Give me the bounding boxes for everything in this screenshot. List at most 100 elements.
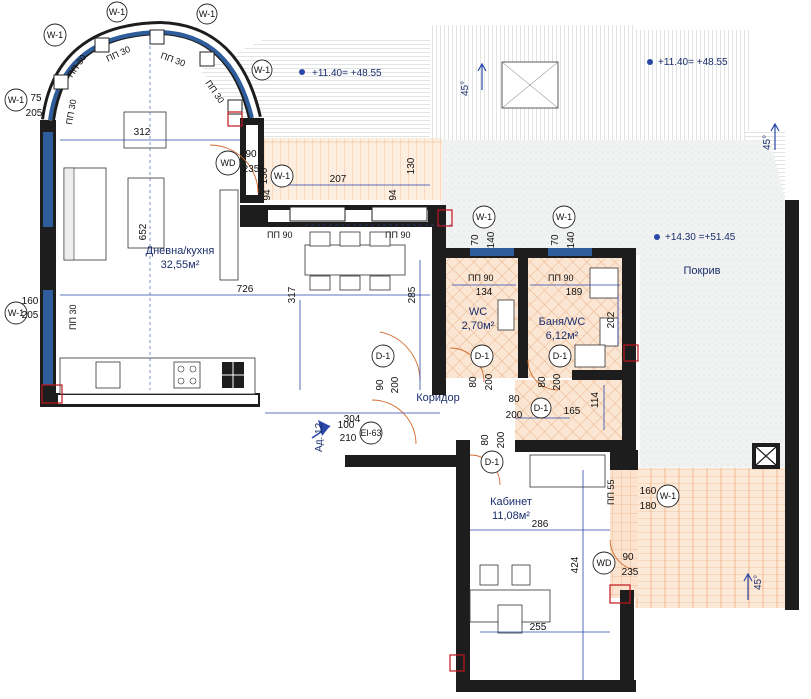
wd-tag-office-label: WD bbox=[597, 558, 612, 568]
w1-tag-balcony[interactable] bbox=[270, 164, 294, 188]
window-wc bbox=[470, 248, 514, 256]
dim-100-entry: 100 bbox=[338, 420, 355, 431]
dimension-lines bbox=[60, 40, 620, 680]
dim-189: 189 bbox=[566, 287, 583, 298]
marker-1 bbox=[41, 384, 63, 404]
floors bbox=[262, 138, 785, 608]
level-terrace-left: +11.40= +48.55 bbox=[312, 68, 382, 79]
dim-304: 304 bbox=[344, 414, 361, 425]
w1-tag-bay-left-label: W-1 bbox=[8, 95, 24, 105]
bay-window-1[interactable] bbox=[53, 74, 69, 90]
dim-652: 652 bbox=[138, 223, 149, 240]
dim-200-door: 200 bbox=[390, 376, 401, 393]
w1-tag-bay-3-label: W-1 bbox=[199, 9, 215, 19]
dim-205-living: 205 bbox=[22, 310, 39, 321]
entry-door-tag-label: El-63 bbox=[360, 428, 381, 438]
dim-165: 165 bbox=[564, 406, 581, 417]
door-swing-wd bbox=[209, 144, 259, 194]
dim-200-b2: 200 bbox=[506, 410, 523, 421]
washbasin bbox=[574, 344, 606, 368]
dim-70-wc: 70 bbox=[470, 234, 481, 246]
dim-90-wd-office: 90 bbox=[622, 552, 634, 563]
w1-tag-bath-label: W-1 bbox=[556, 212, 572, 222]
d1-tag-living[interactable] bbox=[371, 344, 395, 368]
d1-tag-bath-label: D-1 bbox=[553, 351, 568, 361]
window-balcony-1[interactable] bbox=[289, 206, 346, 222]
room-living-area: 32,55м² bbox=[161, 259, 200, 271]
w1-tag-bay-left[interactable] bbox=[4, 88, 28, 112]
room-labels: Дневна/кухня 32,55м² WC 2,70м² Баня/WC 6… bbox=[146, 245, 721, 522]
slope-1: 45° bbox=[460, 81, 471, 96]
dim-114: 114 bbox=[590, 392, 601, 408]
kitchen-sink bbox=[95, 361, 121, 389]
d1-tag-bath[interactable] bbox=[548, 344, 572, 368]
dim-317: 317 bbox=[287, 286, 298, 303]
wd-tag-living[interactable] bbox=[215, 150, 241, 176]
dim-207: 207 bbox=[330, 174, 347, 185]
room-bath-area: 6,12м² bbox=[546, 330, 579, 342]
dim-255: 255 bbox=[530, 622, 547, 633]
d1-tag-bath-2[interactable] bbox=[530, 397, 552, 419]
room-wc-area: 2,70м² bbox=[462, 320, 495, 332]
balcony-floor bbox=[262, 138, 442, 200]
slope-3: 45° bbox=[753, 575, 764, 590]
cooktop bbox=[173, 361, 201, 389]
w1-tag-bay-2-label: W-1 bbox=[109, 7, 125, 17]
level-roof: +14.30 =+51.45 bbox=[665, 232, 736, 243]
dim-130-b: 130 bbox=[406, 157, 417, 174]
toilet bbox=[497, 299, 515, 331]
room-office-area: 11,08м² bbox=[492, 510, 530, 522]
bay-window-3[interactable] bbox=[149, 29, 165, 45]
slope-2: 45° bbox=[762, 135, 773, 150]
w1-tag-bay-3[interactable] bbox=[196, 3, 218, 25]
dim-140-wc: 140 bbox=[486, 231, 497, 248]
tags: WD W-1 W-1 W-1 D-1 D-1 D-1 D-1 D-1 El-63… bbox=[4, 1, 680, 575]
dim-286: 286 bbox=[532, 519, 549, 530]
dim-210-entry: 210 bbox=[340, 433, 357, 444]
d1-tag-office[interactable] bbox=[480, 450, 504, 474]
walls bbox=[40, 20, 799, 692]
w1-tag-terrace[interactable] bbox=[656, 484, 680, 508]
window-balcony-2[interactable] bbox=[371, 206, 428, 222]
level-terrace-right: +11.40= +48.55 bbox=[658, 57, 728, 68]
dimension-labels: 312 652 726 317 285 207 134 189 202 304 … bbox=[22, 93, 657, 633]
dim-200-office: 200 bbox=[496, 431, 507, 448]
dim-80-wc: 80 bbox=[468, 376, 479, 388]
sill-wc: ПП 90 bbox=[468, 273, 493, 283]
roof-slope-left bbox=[200, 40, 430, 140]
sill-office: ПП 55 bbox=[606, 480, 616, 505]
dim-235-wd-office: 235 bbox=[622, 567, 639, 578]
bay-window-5[interactable] bbox=[227, 99, 243, 115]
door-swings bbox=[209, 144, 635, 571]
w1-tag-bay-1-label: W-1 bbox=[47, 30, 63, 40]
sill-bay-5: ПП 30 bbox=[64, 99, 78, 126]
bay-window-4[interactable] bbox=[199, 51, 215, 67]
d1-tag-wc[interactable] bbox=[470, 344, 494, 368]
w1-tag-bay-2[interactable] bbox=[106, 1, 128, 23]
w1-tag-wc[interactable] bbox=[472, 205, 496, 229]
dim-202: 202 bbox=[606, 311, 617, 328]
w1-tag-bay-1[interactable] bbox=[43, 23, 67, 47]
furniture bbox=[59, 61, 619, 634]
shower bbox=[589, 267, 619, 299]
dim-75-bay: 75 bbox=[30, 93, 42, 104]
entry-door-tag[interactable] bbox=[359, 421, 383, 445]
w1-tag-bay-4[interactable] bbox=[251, 59, 273, 81]
w1-tag-bath[interactable] bbox=[552, 205, 576, 229]
roof-flat bbox=[262, 140, 785, 470]
window-living-left bbox=[43, 132, 53, 227]
level-arrows bbox=[299, 59, 780, 600]
wd-tag-office[interactable] bbox=[592, 551, 616, 575]
bay-window-2[interactable] bbox=[94, 37, 110, 53]
dining-table bbox=[304, 244, 406, 276]
dim-285: 285 bbox=[407, 286, 418, 303]
dim-94-b: 94 bbox=[388, 189, 399, 201]
tv-unit bbox=[219, 189, 239, 281]
sill-bay-3: ПП 30 bbox=[159, 50, 186, 68]
w1-tag-bay-4-label: W-1 bbox=[254, 65, 270, 75]
dim-160-living: 160 bbox=[22, 296, 39, 307]
window-bath bbox=[548, 248, 592, 256]
w1-tag-wc-label: W-1 bbox=[476, 212, 492, 222]
dim-90-door: 90 bbox=[375, 379, 386, 391]
w1-tag-living-left[interactable] bbox=[4, 301, 28, 325]
